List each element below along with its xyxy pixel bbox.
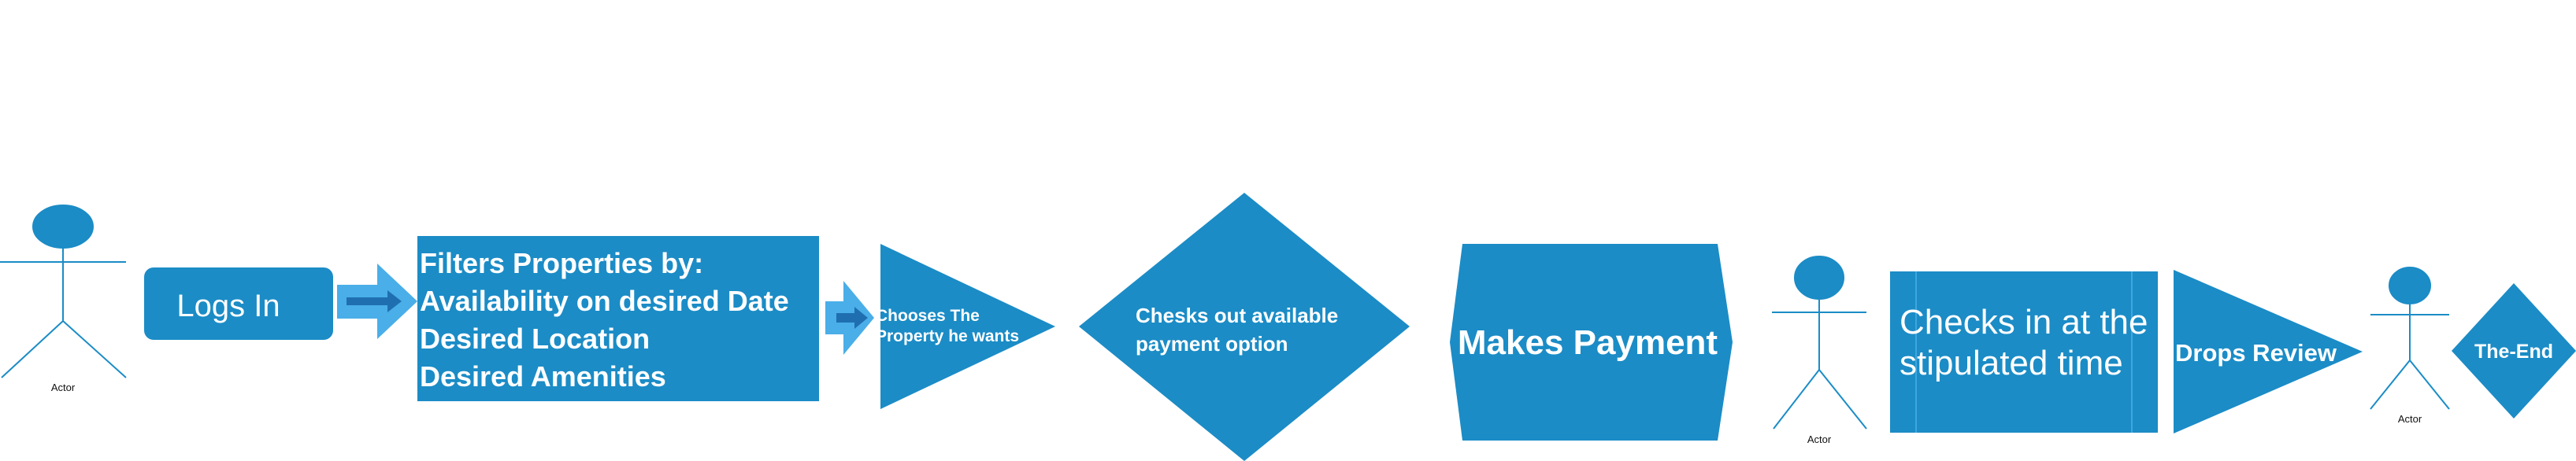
- flow-arrow-2: [825, 281, 874, 355]
- actor-2-label: Actor: [1807, 433, 1832, 445]
- chooses-triangle: [880, 244, 1055, 409]
- flow-arrow-1: [337, 264, 417, 339]
- checkout-label-line-1: Chesks out available: [1136, 304, 1338, 327]
- actor-1-left-leg: [1, 320, 64, 378]
- actor-3-left-leg: [2370, 360, 2411, 410]
- review-triangle: [2174, 270, 2363, 433]
- filters-item-1: Availability on desired Date: [420, 285, 789, 317]
- checkin-label-line-2: stipulated time: [1900, 344, 2123, 382]
- actor-1-label: Actor: [51, 382, 76, 393]
- review-label: Drops Review: [2175, 339, 2337, 367]
- actor-2: [1772, 256, 1867, 430]
- checkin-label-line-1: Checks in at the: [1900, 303, 2148, 341]
- filters-item-3: Desired Amenities: [420, 360, 666, 393]
- checkout-diamond: [1079, 193, 1410, 461]
- end-label: The-End: [2474, 341, 2553, 363]
- checkout-label-line-2: payment option: [1136, 332, 1288, 356]
- logs-in-box: [144, 267, 333, 340]
- actor-3-label: Actor: [2398, 413, 2422, 425]
- actor-2-head: [1794, 256, 1844, 300]
- actor-3: [2370, 267, 2450, 410]
- filters-box: [417, 236, 819, 401]
- chooses-label-line-2: Property he wants: [876, 327, 1019, 345]
- payment-shape: [1450, 244, 1733, 441]
- checkin-box: [1890, 271, 2158, 433]
- actor-3-head: [2389, 267, 2431, 304]
- filters-title: Filters Properties by:: [420, 247, 703, 279]
- actor-1-right-leg: [62, 320, 127, 378]
- actor-1-head: [32, 205, 94, 249]
- chooses-label-line-1: Chooses The: [876, 307, 980, 325]
- actor-2-right-leg: [1818, 369, 1867, 430]
- payment-label: Makes Payment: [1458, 323, 1718, 362]
- logs-in-label: Logs In: [176, 289, 280, 323]
- actor-3-right-leg: [2409, 360, 2450, 410]
- end-diamond: [2452, 283, 2576, 419]
- actor-2-left-leg: [1773, 369, 1820, 430]
- filters-item-2: Desired Location: [420, 323, 650, 355]
- actor-1: [0, 205, 127, 378]
